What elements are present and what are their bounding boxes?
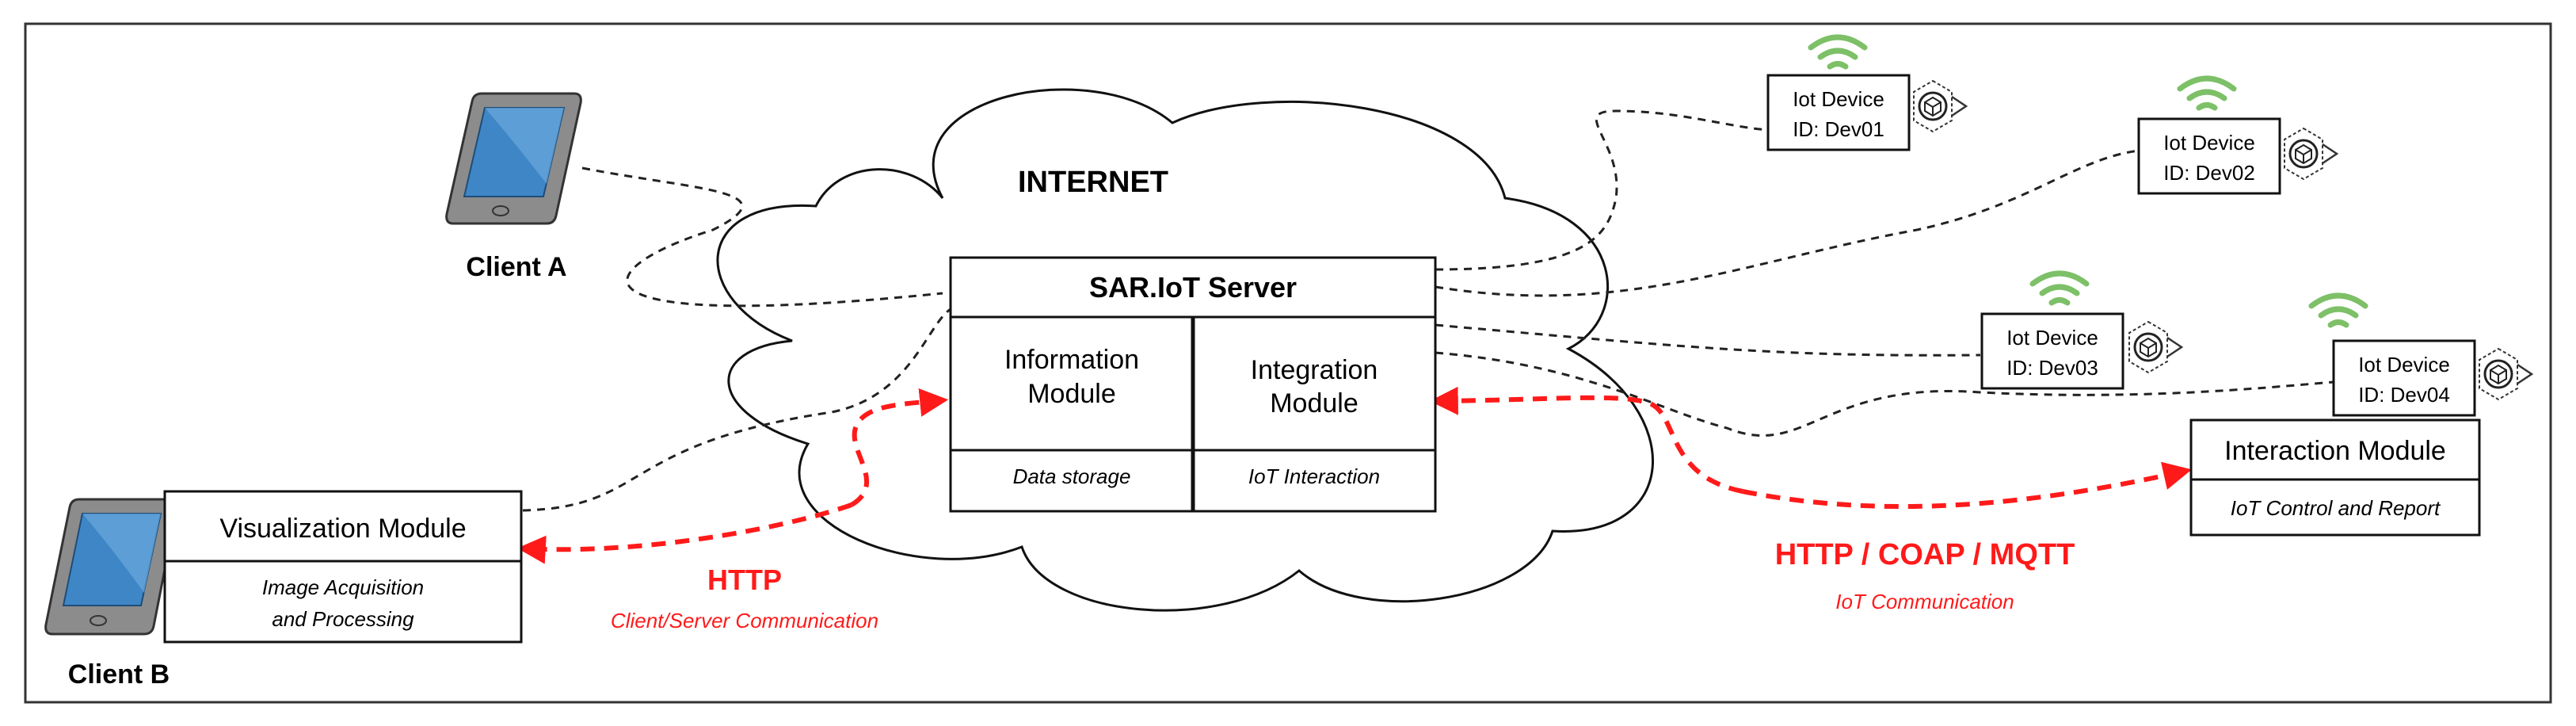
iot-device-dev01: Iot Device ID: Dev01: [1766, 34, 1968, 151]
iot-arrow: [1429, 386, 1743, 494]
device-id: ID: Dev03: [2006, 356, 2098, 380]
device-id: ID: Dev04: [2358, 383, 2450, 407]
device-name: Iot Device: [2006, 326, 2098, 350]
integration-module-sub: IoT Interaction: [1248, 464, 1380, 488]
link-dev04: [1435, 351, 2334, 437]
link-client-a: [581, 166, 943, 308]
iot-device-dev02: Iot Device ID: Dev02: [2137, 75, 2339, 195]
diagram-frame: [24, 22, 2552, 704]
sensor-icon: [2128, 320, 2184, 374]
iot-device-dev04: Iot Device ID: Dev04: [2308, 292, 2534, 417]
link-dev03: [1435, 323, 1981, 357]
visualization-module-title: Visualization Module: [219, 514, 466, 544]
interaction-module-title: Interaction Module: [2224, 436, 2446, 466]
integration-module-line1: Integration: [1251, 355, 1378, 385]
http-sub-label: Client/Server Communication: [611, 609, 878, 632]
visualization-module: Visualization Module Image Acquisition a…: [163, 490, 523, 644]
iot-protocol-label: HTTP / COAP / MQTT: [1775, 538, 2075, 571]
client-a-label: Client A: [466, 252, 566, 282]
network-links: [522, 109, 2334, 512]
sar-iot-server: SAR.IoT Server Information Module Data s…: [949, 256, 1437, 513]
device-name: Iot Device: [1793, 87, 1884, 111]
interaction-module: Interaction Module IoT Control and Repor…: [2189, 418, 2481, 537]
visualization-module-sub1: Image Acquisition: [262, 575, 424, 599]
cloud-label: INTERNET: [1018, 166, 1168, 199]
sensor-icon: [2479, 347, 2534, 401]
sensor-icon: [1913, 79, 1968, 133]
link-client-b: [522, 308, 951, 512]
wifi-icon: [2308, 292, 2368, 328]
device-name: Iot Device: [2163, 131, 2255, 155]
device-id: ID: Dev01: [1793, 117, 1884, 141]
wifi-icon: [2177, 75, 2237, 111]
client-b-label: Client B: [68, 659, 170, 690]
iot-device-dev03: Iot Device ID: Dev03: [1980, 270, 2184, 390]
interaction-module-sub: IoT Control and Report: [2231, 496, 2441, 520]
client-b-tablet-icon: [44, 498, 178, 636]
http-label: HTTP: [707, 564, 782, 596]
link-dev02: [1435, 149, 2140, 297]
client-a-tablet-icon: [445, 92, 582, 225]
http-arrow: [516, 502, 852, 564]
information-module-line2: Module: [1027, 379, 1116, 409]
visualization-module-sub2: and Processing: [272, 607, 414, 631]
device-id: ID: Dev02: [2163, 161, 2255, 185]
information-module-sub: Data storage: [1013, 464, 1131, 488]
server-title: SAR.IoT Server: [1089, 271, 1297, 304]
iot-protocol-sub-label: IoT Communication: [1835, 590, 2014, 613]
iot-arrow-right: [1742, 461, 2193, 510]
wifi-icon: [1808, 34, 1868, 70]
integration-module-line2: Module: [1270, 388, 1358, 418]
information-module-line1: Information: [1004, 345, 1139, 375]
sensor-icon: [2284, 127, 2339, 181]
wifi-icon: [2029, 270, 2090, 306]
http-arrow-upper: [850, 388, 949, 507]
device-name: Iot Device: [2358, 353, 2450, 376]
